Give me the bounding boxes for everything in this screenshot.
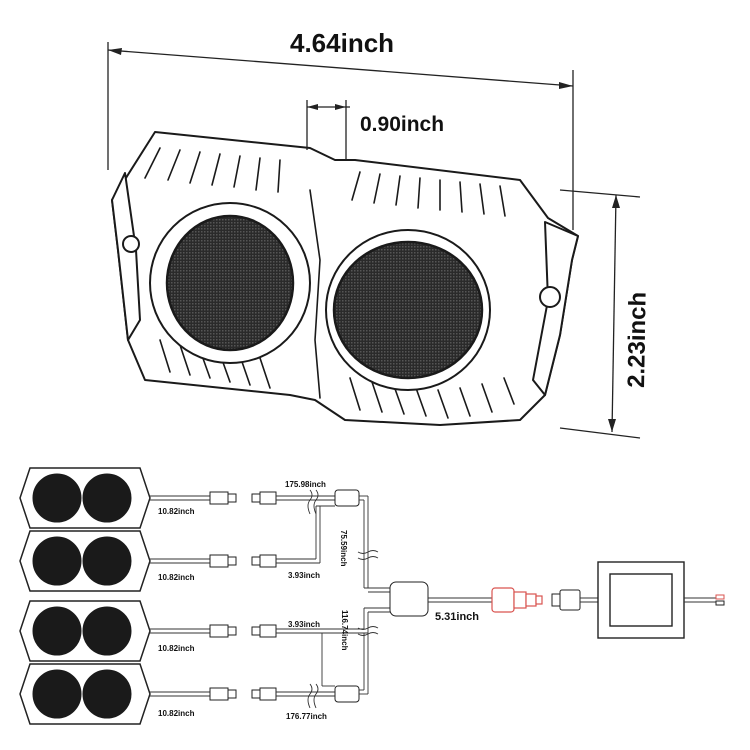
upper-vertical-length: 75.59inch	[339, 530, 348, 567]
mini-light-2	[19, 530, 151, 592]
lower-short-length: 3.93inch	[288, 620, 320, 629]
mini-light-4	[19, 663, 151, 725]
width-label: 4.64inch	[290, 28, 394, 58]
height-dimension: 2.23inch	[559, 189, 652, 439]
height-label: 2.23inch	[623, 292, 652, 389]
red-connector	[491, 587, 543, 613]
controller-plug	[551, 589, 598, 611]
upper-short-length: 3.93inch	[288, 571, 320, 580]
main-light-drawing	[111, 131, 579, 426]
top-fins	[144, 147, 506, 217]
bottom-branch-length: 176.77inch	[286, 712, 327, 721]
width-dimension: 4.64inch	[107, 28, 574, 230]
junction-box	[389, 581, 429, 617]
left-mount-hole	[122, 235, 140, 253]
lead-length-4: 10.82inch	[158, 709, 195, 718]
gap-dimension: 0.90inch	[306, 100, 444, 160]
lower-vertical-length: 116.74inch	[340, 610, 349, 651]
gap-label: 0.90inch	[360, 113, 444, 136]
mini-light-3	[19, 600, 151, 662]
wiring-diagram: 10.82inch 10.82inch 10.82inch 10.82inch	[19, 467, 725, 725]
light-leads	[150, 491, 237, 701]
right-end-cap	[532, 221, 579, 396]
left-lens	[165, 214, 295, 352]
top-branch-length: 175.98inch	[285, 480, 326, 489]
center-bridge	[309, 189, 321, 399]
lead-length-2: 10.82inch	[158, 573, 195, 582]
mini-light-1	[19, 467, 151, 529]
right-mount-hole	[539, 286, 561, 308]
bottom-fins	[159, 339, 515, 419]
right-lens	[332, 240, 484, 380]
lead-length-1: 10.82inch	[158, 507, 195, 516]
lead-length-3: 10.82inch	[158, 644, 195, 653]
controller-box	[597, 561, 725, 639]
main-lead-length: 5.31inch	[435, 611, 479, 623]
harness-plugs	[251, 491, 277, 701]
harness-wires	[276, 489, 390, 709]
